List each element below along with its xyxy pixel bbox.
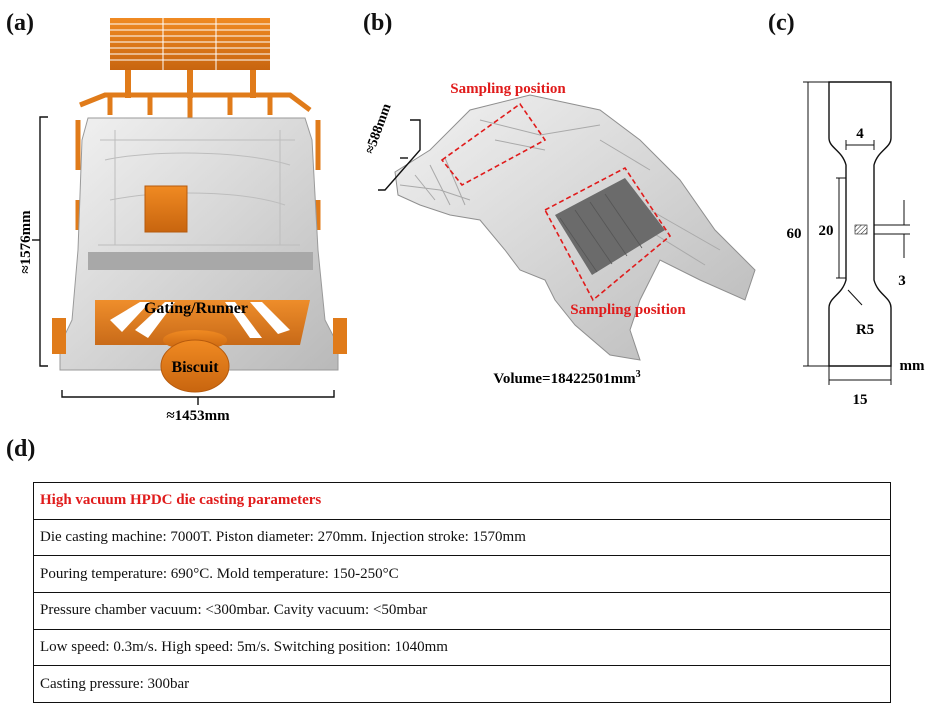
gating-runner-label: Gating/Runner [144,300,248,317]
dim-r5-label: R5 [856,322,874,338]
dim-width-a [61,390,335,405]
table-title: High vacuum HPDC die casting parameters [34,483,890,520]
dim-4-label: 4 [856,126,864,142]
parameters-table: High vacuum HPDC die casting parameters … [33,482,891,703]
dim-15-label: 15 [853,392,868,408]
table-row: Die casting machine: 7000T. Piston diame… [34,520,890,557]
width-dim-label: ≈1453mm [166,408,230,424]
panel-a-casting [52,18,347,393]
panel-c-dimensions [803,81,910,385]
panel-c-label: (c) [768,10,795,36]
dim-60-label: 60 [787,226,802,242]
panel-b-part [394,94,756,361]
overflow-comb [110,18,270,98]
sampling-label-top: Sampling position [450,81,566,97]
panel-b-label: (b) [363,10,393,36]
table-row: Low speed: 0.3m/s. High speed: 5m/s. Swi… [34,630,890,667]
dim-3-label: 3 [898,273,906,289]
unit-label: mm [900,358,925,374]
table-row: Pouring temperature: 690°C. Mold tempera… [34,556,890,594]
sampling-box-top [440,102,547,187]
dim-depth-b [378,119,421,191]
vent-pipes [75,92,321,230]
volume-label: Volume=18422501mm3 [493,369,640,387]
gating-runner [52,300,347,354]
biscuit-label: Biscuit [171,359,219,376]
dim-height-a [32,116,48,367]
dim-20-label: 20 [819,223,834,239]
depth-dim-label: ≈588mm [363,101,395,155]
table-row: Pressure chamber vacuum: <300mbar. Cavit… [34,593,890,630]
panel-d-label: (d) [6,436,36,462]
sampling-label-bottom: Sampling position [570,302,686,318]
height-dim-label: ≈1576mm [18,210,34,274]
table-row: Casting pressure: 300bar [40,676,190,693]
biscuit [160,339,230,393]
panel-a-label: (a) [6,10,34,36]
figure-canvas: ≈1576mm ≈1453mm Gating/Runner Biscuit ≈5… [18,18,925,424]
sampling-box-bottom [543,166,672,302]
